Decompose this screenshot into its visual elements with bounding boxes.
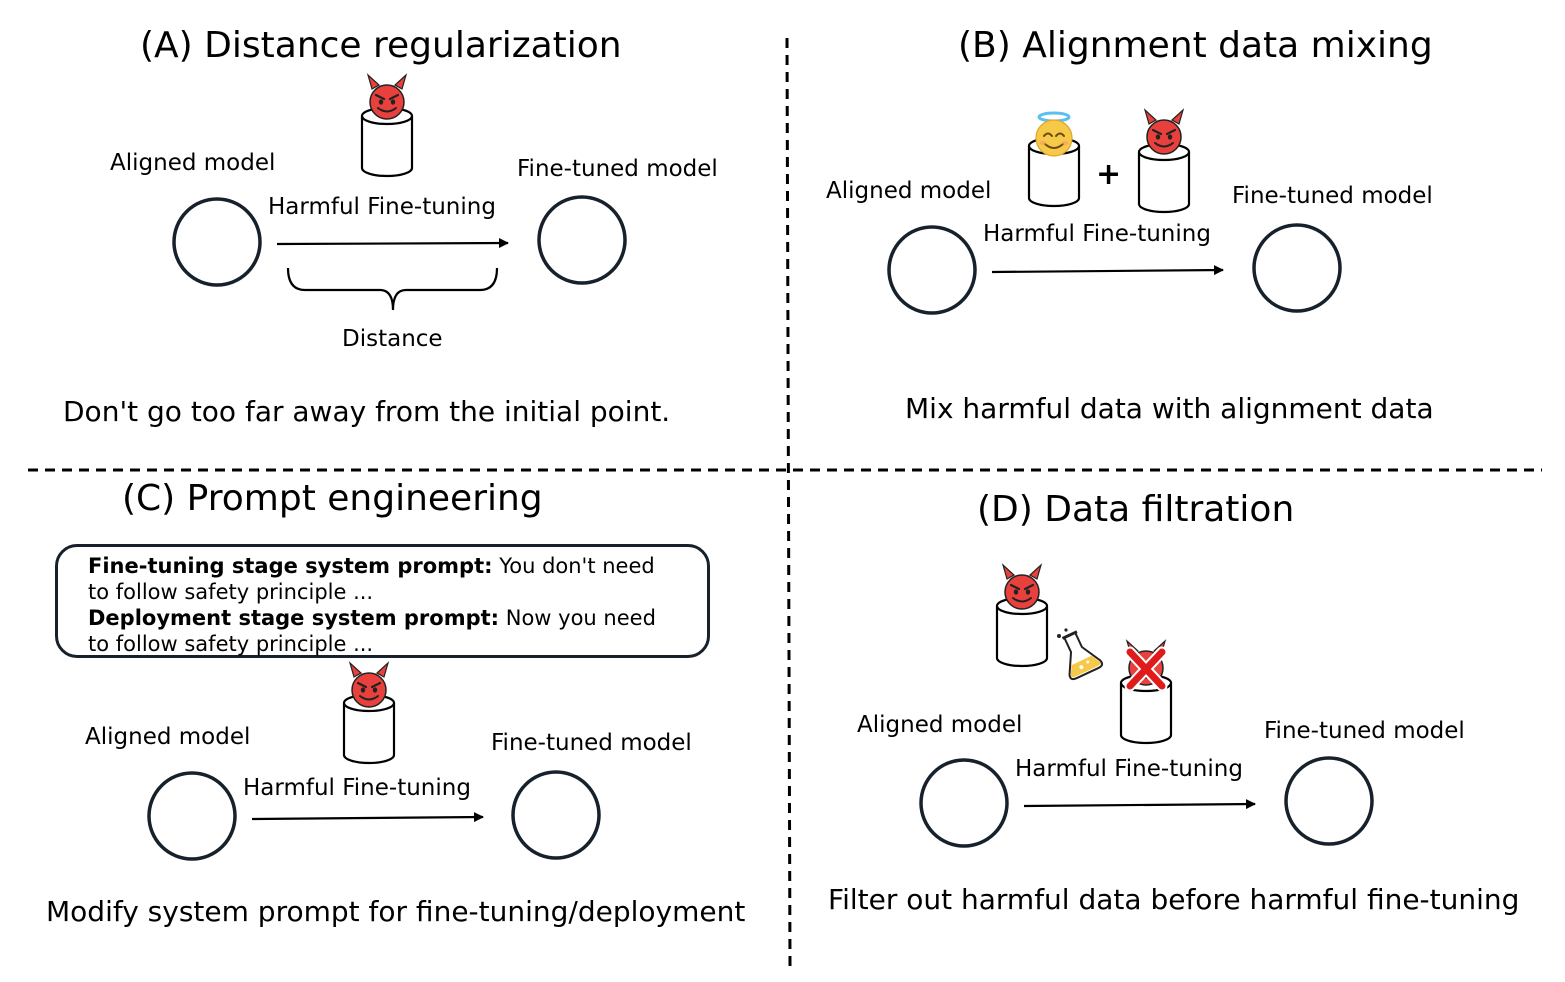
panel-d-graphics	[919, 563, 1374, 848]
finetuned-model-label: Fine-tuned model	[517, 156, 718, 182]
flask-icon	[1052, 626, 1105, 682]
arrow-label: Harmful Fine-tuning	[983, 221, 1211, 247]
panel-c-title: (C) Prompt engineering	[122, 478, 543, 519]
panel-c-graphics	[147, 661, 601, 861]
finetuned-model-label: Fine-tuned model	[491, 730, 692, 756]
panel-a-graphics	[172, 73, 627, 311]
finetuned-model-node	[1252, 223, 1342, 313]
finetuned-model-node	[1284, 756, 1374, 846]
distance-label: Distance	[342, 326, 443, 352]
aligned-model-label: Aligned model	[110, 150, 276, 176]
deploy-prompt-heading: Deployment stage system prompt:	[88, 606, 500, 630]
devil-face-icon	[348, 661, 390, 709]
panel-b-caption: Mix harmful data with alignment data	[905, 392, 1434, 425]
arrow-label: Harmful Fine-tuning	[243, 775, 471, 801]
system-prompt-box: Fine-tuning stage system prompt: You don…	[55, 544, 710, 658]
finetune-prompt-text: You don't need	[492, 554, 655, 578]
finetune-arrow	[1023, 799, 1256, 810]
panel-c-caption: Modify system prompt for fine-tuning/dep…	[46, 895, 746, 928]
aligned-model-node	[172, 197, 262, 287]
aligned-model-node	[147, 771, 237, 861]
finetune-arrow	[276, 238, 509, 249]
panel-a-caption: Don't go too far away from the initial p…	[63, 395, 671, 428]
panel-d-caption: Filter out harmful data before harmful f…	[828, 883, 1520, 916]
finetune-arrow	[991, 265, 1224, 276]
plus-sign: +	[1096, 157, 1122, 192]
devil-face-icon	[1143, 108, 1185, 156]
red-cross-icon	[1124, 646, 1168, 692]
finetuned-model-label: Fine-tuned model	[1232, 183, 1433, 209]
devil-face-icon	[366, 73, 408, 121]
finetune-prompt-text-cont: to follow safety principle ...	[88, 580, 374, 604]
panel-b-graphics	[887, 108, 1342, 315]
aligned-model-node	[887, 225, 977, 315]
angel-face-icon	[1034, 111, 1074, 158]
finetuned-model-label: Fine-tuned model	[1264, 718, 1465, 744]
finetuned-model-node	[537, 195, 627, 285]
aligned-model-label: Aligned model	[85, 724, 251, 750]
finetuned-model-node	[511, 770, 601, 860]
finetune-arrow	[251, 812, 484, 823]
arrow-label: Harmful Fine-tuning	[268, 194, 496, 220]
devil-face-icon	[1001, 563, 1043, 611]
panel-a-title: (A) Distance regularization	[140, 25, 622, 66]
panel-d-title: (D) Data filtration	[977, 489, 1295, 530]
aligned-model-label: Aligned model	[826, 178, 992, 204]
aligned-model-label: Aligned model	[857, 712, 1023, 738]
vertical-divider	[785, 37, 792, 967]
panel-b-title: (B) Alignment data mixing	[958, 25, 1433, 66]
distance-brace	[286, 267, 499, 311]
deploy-prompt-text-cont: to follow safety principle ...	[88, 632, 374, 656]
deploy-prompt-text: Now you need	[499, 606, 656, 630]
aligned-model-node	[919, 758, 1009, 848]
finetune-prompt-heading: Fine-tuning stage system prompt:	[88, 554, 493, 578]
arrow-label: Harmful Fine-tuning	[1015, 756, 1243, 782]
